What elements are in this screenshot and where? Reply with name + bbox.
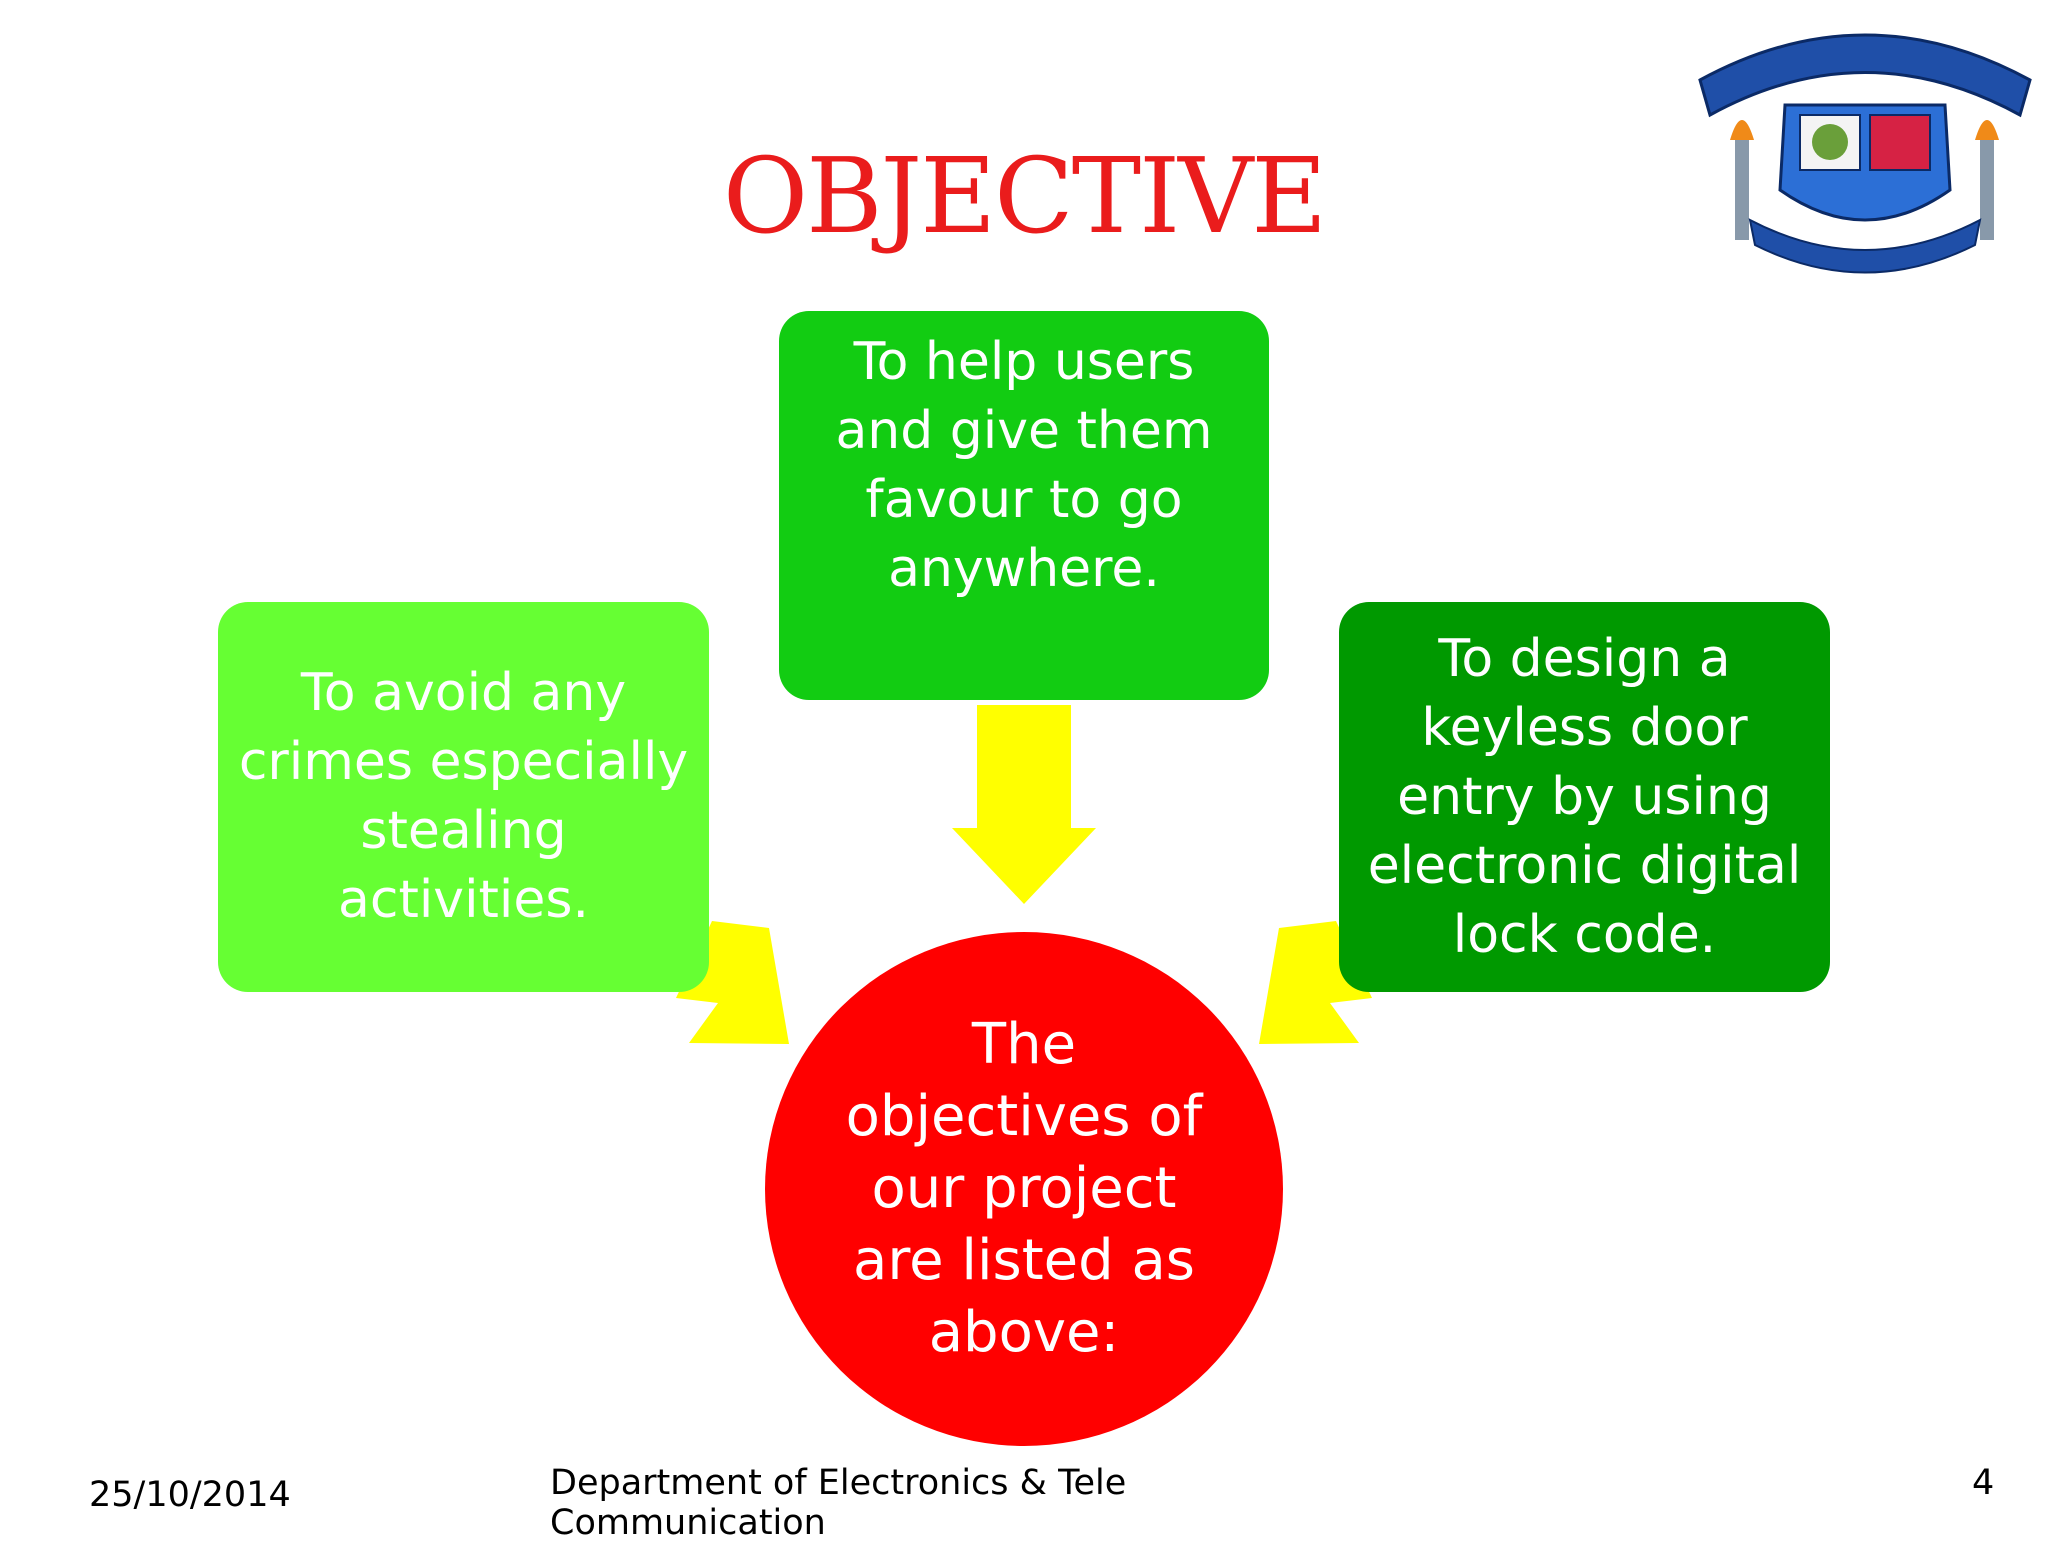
objectives-center-circle: The objectives of our project are listed…	[765, 932, 1283, 1446]
page-number: 4	[1972, 1463, 1995, 1503]
footer-department: Department of Electronics & Tele Communi…	[550, 1463, 1127, 1543]
slide-title: OBJECTIVE	[722, 135, 1327, 257]
institute-emblem-logo	[1698, 33, 2032, 274]
objective-box-right: To design a keyless door entry by using …	[1339, 602, 1830, 992]
objective-box-top: To help users and give them favour to go…	[779, 311, 1269, 700]
objective-top-text: To help users and give them favour to go…	[835, 331, 1213, 599]
objective-right-text: To design a keyless door entry by using …	[1367, 628, 1802, 965]
objective-box-left: To avoid any crimes especially stealing …	[218, 602, 709, 992]
objective-left-text: To avoid any crimes especially stealing …	[238, 663, 689, 930]
center-text: The objectives of our project are listed…	[845, 1012, 1203, 1365]
footer-date: 25/10/2014	[89, 1475, 291, 1515]
down-arrow-icon	[952, 705, 1096, 904]
